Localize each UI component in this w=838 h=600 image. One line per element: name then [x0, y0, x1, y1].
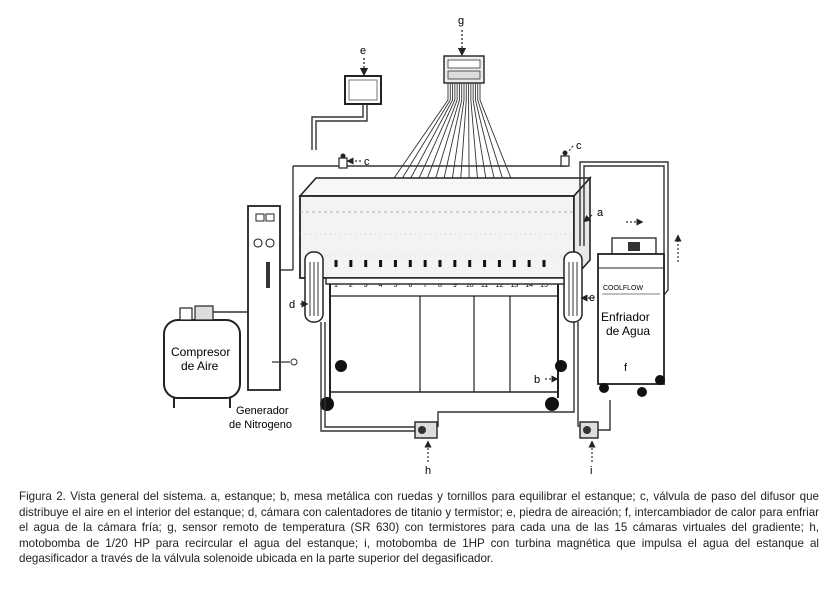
thermistor-probe: [483, 260, 487, 267]
thermistor-probe: [512, 260, 516, 267]
thermistor-probe: [542, 260, 546, 267]
thermistor-probe: [423, 260, 427, 267]
aeration-stone: [311, 58, 382, 150]
label-i: i: [590, 465, 592, 477]
label-e: e: [360, 45, 366, 57]
water-chiller: [597, 237, 665, 397]
label-f: f: [624, 362, 628, 374]
chamber-number: 3: [364, 282, 368, 289]
thermistor-probe: [497, 260, 501, 267]
chamber-number: 5: [393, 282, 397, 289]
nitrogen-generator: [247, 205, 298, 391]
chamber-number: 14: [525, 282, 533, 289]
chiller-title-line2: de Agua: [606, 324, 650, 338]
chamber-number: 8: [438, 282, 442, 289]
thermistor-probe: [453, 260, 457, 267]
chamber-number: 7: [423, 282, 427, 289]
generator-line1: Generador: [236, 405, 289, 417]
thermistor-probe: [438, 260, 442, 267]
chamber-number: 12: [496, 282, 504, 289]
chamber-number: 2: [349, 282, 353, 289]
thermistor-probe: [349, 260, 353, 267]
air-valves: [292, 145, 574, 270]
compressor-line2: de Aire: [181, 359, 219, 373]
chiller-brand: COOLFLOW: [603, 285, 643, 292]
recirculation-pump: [414, 421, 438, 462]
chamber-number: 13: [510, 282, 518, 289]
compressor-line1: Compresor: [171, 345, 230, 359]
label-a: a: [597, 207, 604, 219]
chamber-number: 6: [408, 282, 412, 289]
heater-chamber: [300, 251, 594, 323]
chamber-number: 1: [334, 282, 338, 289]
label-e-right: e: [589, 292, 595, 304]
thermistor-probe: [364, 260, 368, 267]
degasser-pump: [579, 421, 599, 462]
thermistor-probe: [408, 260, 412, 267]
label-h: h: [425, 465, 431, 477]
generator-line2: de Nitrogeno: [229, 419, 292, 431]
label-c-right: c: [576, 140, 582, 152]
thermistor-probe: [379, 260, 383, 267]
thermistor-probe: [334, 260, 338, 267]
chamber-number: 9: [453, 282, 457, 289]
metal-table: [320, 277, 567, 411]
chiller-title-line1: Enfriador: [601, 310, 650, 324]
air-compressor: [163, 305, 248, 408]
label-g: g: [458, 15, 464, 27]
chamber-number: 15: [540, 282, 548, 289]
thermistor-probes: [334, 260, 546, 267]
thermistor-probe: [527, 260, 531, 267]
figure-caption: Figura 2. Vista general del sistema. a, …: [19, 490, 819, 566]
chamber-number: 10: [466, 282, 474, 289]
thermistor-probe: [468, 260, 472, 267]
label-b: b: [534, 374, 540, 386]
label-d: d: [289, 299, 295, 311]
chamber-number: 4: [379, 282, 383, 289]
label-c-left: c: [364, 156, 370, 168]
chamber-number: 11: [481, 282, 488, 289]
thermistor-probe: [393, 260, 397, 267]
